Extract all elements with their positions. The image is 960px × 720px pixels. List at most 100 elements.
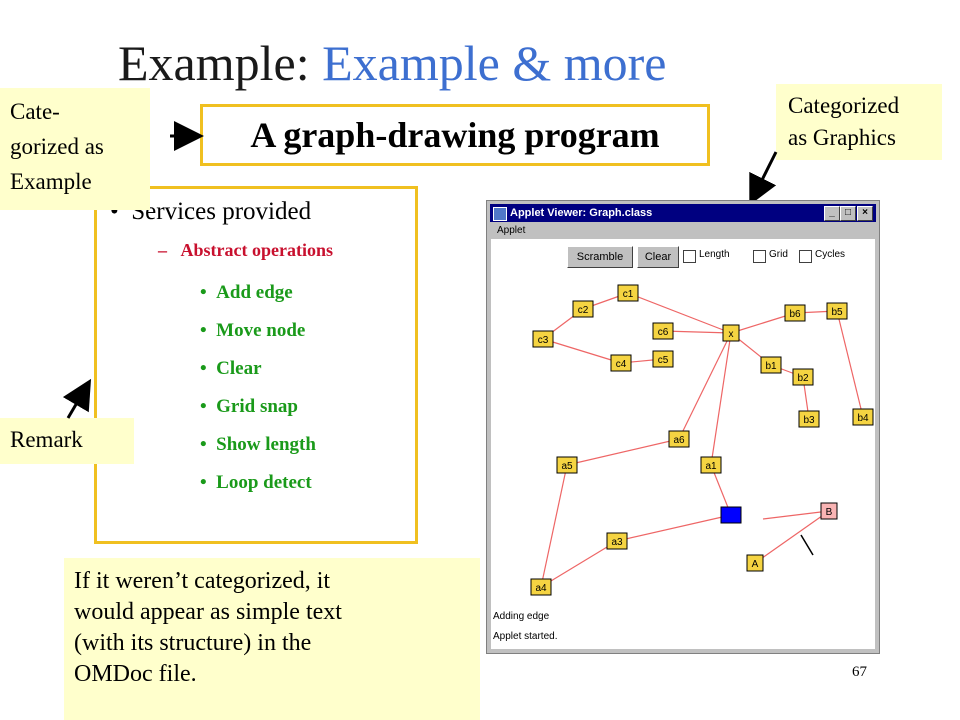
applet-window-title: Applet Viewer: Graph.class xyxy=(510,207,653,219)
operation-label: Move node xyxy=(216,320,306,341)
note-line: gorized as xyxy=(10,134,104,159)
graph-edge xyxy=(540,464,568,588)
graph-node: c1 xyxy=(617,284,639,302)
grid-checkbox-label: Grid xyxy=(769,249,788,260)
note-line: Categorized xyxy=(788,93,900,118)
operation-label: Add edge xyxy=(216,282,293,303)
graph-edge xyxy=(754,510,830,564)
graph-node-label: c4 xyxy=(616,359,627,370)
bullet-icon: • xyxy=(110,198,132,225)
graph-node: b1 xyxy=(760,356,782,374)
list-item: • Show length xyxy=(200,434,316,456)
length-checkbox-label: Length xyxy=(699,249,730,260)
services-subheading: – Abstract operations xyxy=(158,240,333,261)
graph-node-label: b5 xyxy=(831,307,843,318)
note-categorized-example: Cate- gorized as Example xyxy=(0,88,150,210)
graph-node-label: b2 xyxy=(797,373,809,384)
graph-canvas[interactable]: Scramble Clear Length Grid Cycles xyxy=(491,239,875,649)
graph-node: a1 xyxy=(700,456,722,474)
graph-node-label: A xyxy=(752,559,759,570)
applet-menu[interactable]: Applet xyxy=(497,225,526,236)
graph-edges xyxy=(540,292,864,588)
bullet-icon: • xyxy=(200,358,217,379)
note-line: OMDoc file. xyxy=(74,661,197,687)
graph-node-label: b6 xyxy=(789,309,801,320)
note-line: Example xyxy=(10,169,92,194)
graph-node-label: c3 xyxy=(538,335,549,346)
graph-node-label: b1 xyxy=(765,361,777,372)
graph-node: b4 xyxy=(852,408,874,426)
graph-node: A xyxy=(746,554,764,572)
graph-node: c3 xyxy=(532,330,554,348)
graph-edge xyxy=(836,310,864,418)
services-subheading-text: Abstract operations xyxy=(180,240,333,260)
graph-node-label: c1 xyxy=(623,289,634,300)
operation-label: Show length xyxy=(216,434,316,455)
graph-node: B xyxy=(820,502,838,520)
graph-edge xyxy=(730,312,796,334)
graph-node: a4 xyxy=(530,578,552,596)
applet-status-line: Applet started. xyxy=(493,631,558,642)
graph-node: a6 xyxy=(668,430,690,448)
clear-button[interactable]: Clear xyxy=(637,246,679,268)
list-item: • Add edge xyxy=(200,282,293,304)
graph-node: a5 xyxy=(556,456,578,474)
close-icon[interactable]: × xyxy=(857,206,873,221)
graph-node: c2 xyxy=(572,300,594,318)
minimize-icon[interactable]: _ xyxy=(824,206,840,221)
grid-checkbox[interactable] xyxy=(753,250,766,263)
services-heading: • Services provided xyxy=(110,198,311,226)
graph-edge xyxy=(710,332,732,466)
bullet-icon: • xyxy=(200,396,217,417)
graph-edge xyxy=(662,330,732,334)
slide-number: 67 xyxy=(852,664,867,680)
cycles-checkbox-label: Cycles xyxy=(815,249,846,260)
graph-edge xyxy=(616,514,732,542)
graph-node: b3 xyxy=(798,410,820,428)
graph-node-label: a3 xyxy=(611,537,623,548)
graph-edge xyxy=(566,438,680,466)
note-line: If it weren’t categorized, it xyxy=(74,568,331,594)
bullet-icon: • xyxy=(200,282,217,303)
bullet-icon: • xyxy=(200,434,217,455)
graph-node: b5 xyxy=(826,302,848,320)
graph-node-selected xyxy=(720,506,742,524)
applet-window: Applet Viewer: Graph.class _ □ × Applet … xyxy=(486,200,880,654)
graph-node-label: c5 xyxy=(658,355,669,366)
note-remark-text: Remark xyxy=(10,427,83,452)
mouse-pointer-icon xyxy=(800,534,814,556)
graph-node: c4 xyxy=(610,354,632,372)
list-item: • Clear xyxy=(200,358,262,380)
graph-node-label: b4 xyxy=(857,413,869,424)
graph-edge xyxy=(540,540,618,588)
note-bottom: If it weren’t categorized, it would appe… xyxy=(64,558,480,720)
services-heading-text: Services provided xyxy=(131,198,312,225)
services-box xyxy=(94,186,418,544)
list-item: • Loop detect xyxy=(200,472,312,494)
arrow-to-applet-icon xyxy=(749,151,778,206)
arrow-to-services-icon xyxy=(62,378,92,419)
length-checkbox[interactable] xyxy=(683,250,696,263)
note-remark: Remark xyxy=(0,418,134,464)
bullet-icon: • xyxy=(200,320,217,341)
title-highlight: Example & more xyxy=(322,35,667,91)
java-applet-icon xyxy=(493,207,507,221)
graph-node: b2 xyxy=(792,368,814,386)
graph-node-label: a6 xyxy=(673,435,685,446)
bullet-icon: • xyxy=(200,472,217,493)
operation-label: Clear xyxy=(216,358,262,379)
operation-label: Loop detect xyxy=(216,472,312,493)
maximize-icon[interactable]: □ xyxy=(840,206,856,221)
list-item: • Grid snap xyxy=(200,396,298,418)
graph-node-label: a5 xyxy=(561,461,573,472)
graph-node: c5 xyxy=(652,350,674,368)
graph-node-label: a4 xyxy=(535,583,547,594)
applet-status-line: Adding edge xyxy=(493,611,550,622)
graph-node-label: B xyxy=(826,507,833,518)
scramble-button[interactable]: Scramble xyxy=(567,246,633,268)
dash-icon: – xyxy=(158,240,181,260)
cycles-checkbox[interactable] xyxy=(799,250,812,263)
graph-edge xyxy=(627,292,732,334)
note-line: (with its structure) in the xyxy=(74,630,312,656)
